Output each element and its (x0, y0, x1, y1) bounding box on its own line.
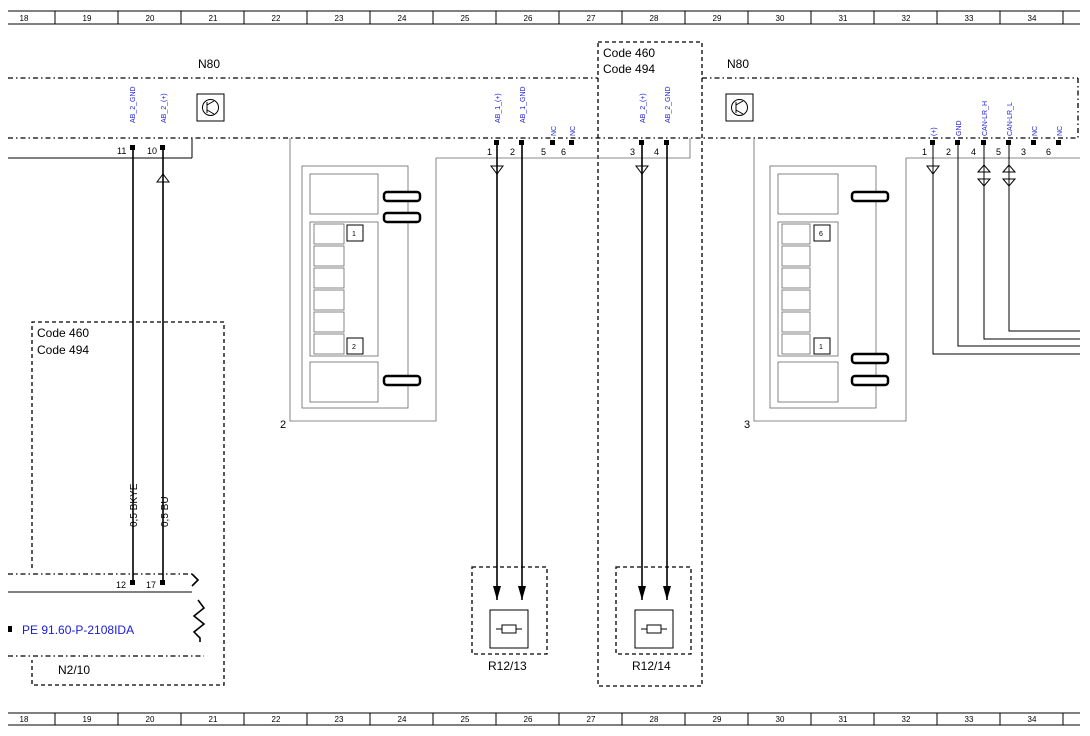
pin-number: 17 (146, 580, 156, 590)
grid-column-label: 32 (902, 14, 911, 23)
grid-top: 18 19 20 21 22 23 24 25 26 27 28 29 30 31 32 33 34 (8, 10, 1080, 25)
connector-label: 2 (280, 419, 286, 431)
control-unit-icon (196, 93, 225, 122)
connector-3 (753, 138, 1080, 422)
connector-label: 3 (744, 419, 750, 431)
r12-14-label: R12/14 (632, 659, 671, 673)
grid-column-label: 32 (902, 715, 911, 724)
grid-column-label: 27 (587, 14, 596, 23)
control-unit-icon (725, 93, 754, 122)
grid-column-label: 26 (524, 14, 533, 23)
signal-label: NC (1057, 126, 1064, 136)
grid-column-label: 21 (209, 14, 218, 23)
n80-left-label: N80 (198, 57, 220, 71)
pin-number: 10 (147, 146, 157, 156)
pin-number: 11 (117, 146, 126, 156)
grid-column-label: 25 (461, 14, 470, 23)
grid-column-label: 22 (272, 715, 281, 724)
r12-13-label: R12/13 (488, 659, 527, 673)
grid-column-label: 31 (839, 14, 848, 23)
signal-label: NC (570, 126, 577, 136)
signal-label: AB_2_GND (665, 86, 672, 123)
grid-column-label: 26 (524, 715, 533, 724)
grid-column-label: 28 (650, 14, 659, 23)
signal-label: AB_1_(+) (495, 93, 502, 123)
pin-number: 6 (1046, 147, 1051, 157)
pin-group-code: AB_2_(+) AB_2_GND 3 4 (630, 86, 672, 600)
grid-column-label: 28 (650, 715, 659, 724)
pin-number: 3 (630, 147, 635, 157)
code-top-line2: Code 494 (603, 62, 655, 76)
pin-number: 5 (541, 147, 546, 157)
signal-label: (+) (931, 127, 938, 136)
grid-column-label: 29 (713, 14, 722, 23)
code-box-top (597, 41, 703, 687)
pin-group-left: AB_2_GND AB_2_(+) 11 10 (8, 86, 193, 583)
pin-number: 4 (654, 147, 659, 157)
grid-column-label: 18 (20, 14, 29, 23)
grid-column-label: 23 (335, 14, 344, 23)
cavity-label: 1 (819, 344, 823, 351)
signal-label: AB_2_(+) (640, 93, 647, 123)
signal-label: CAN-LR_H (982, 101, 989, 136)
pin-group-right: (+) GND CAN-LR_H CAN-LR_L NC NC 1 2 4 5 … (922, 101, 1080, 355)
signal-label: GND (956, 120, 963, 136)
signal-label: AB_2_(+) (161, 93, 168, 123)
grid-column-label: 18 (20, 715, 29, 724)
signal-label: NC (1032, 126, 1039, 136)
grid-column-label: 24 (398, 715, 407, 724)
grid-column-label: 20 (146, 715, 155, 724)
grid-column-label: 25 (461, 715, 470, 724)
n80-right-label: N80 (727, 57, 749, 71)
grid-column-label: 23 (335, 715, 344, 724)
grid-column-label: 19 (83, 14, 92, 23)
pin-group-mid: AB_1_(+) AB_1_GND NC NC 1 2 5 6 (487, 86, 577, 600)
grid-column-label: 34 (1028, 14, 1037, 23)
signal-label: NC (551, 126, 558, 136)
grid-column-label: 19 (83, 715, 92, 724)
pin-number: 3 (1021, 147, 1026, 157)
code-left-line2: Code 494 (37, 343, 89, 357)
pin-number: 6 (561, 147, 566, 157)
r12-14-component (615, 566, 692, 655)
grid-column-label: 34 (1028, 715, 1037, 724)
r12-13-component (471, 566, 548, 655)
pin-number: 5 (996, 147, 1001, 157)
pin-number: 2 (510, 147, 515, 157)
code-left-line1: Code 460 (37, 326, 89, 340)
pin-number: 4 (971, 147, 976, 157)
signal-label: AB_2_GND (130, 86, 137, 123)
pin-number: 2 (946, 147, 951, 157)
grid-bottom: 18 19 20 21 22 23 24 25 26 27 28 29 30 31 32 33 34 (8, 712, 1080, 726)
grid-column-label: 30 (776, 715, 785, 724)
signal-label: AB_1_GND (520, 86, 527, 123)
grid-column-label: 31 (839, 715, 848, 724)
grid-column-label: 33 (965, 14, 974, 23)
pin-number: 1 (922, 147, 927, 157)
n80-frame (8, 77, 1079, 139)
code-box-left (31, 321, 225, 686)
grid-column-label: 29 (713, 715, 722, 724)
wire-label: 0,5 BU (160, 496, 171, 527)
wire-label: 0,5 BKYE (129, 483, 140, 527)
n2-10-label: N2/10 (58, 663, 90, 677)
signal-label: CAN-LR_L (1007, 102, 1014, 136)
grid-column-label: 27 (587, 715, 596, 724)
cavity-label: 2 (352, 344, 356, 351)
grid-column-label: 21 (209, 715, 218, 724)
grid-column-label: 30 (776, 14, 785, 23)
pin-number: 1 (487, 147, 492, 157)
grid-column-label: 24 (398, 14, 407, 23)
connector-2 (289, 138, 691, 422)
grid-column-label: 33 (965, 715, 974, 724)
pin-number: 12 (116, 580, 126, 590)
cavity-label: 6 (819, 231, 823, 238)
n2-10-module: 12 17 (8, 573, 206, 657)
grid-column-label: 20 (146, 14, 155, 23)
cavity-label: 1 (352, 231, 356, 238)
part-reference-link[interactable]: PE 91.60-P-2108IDA (22, 623, 134, 637)
code-top-line1: Code 460 (603, 46, 655, 60)
grid-column-label: 22 (272, 14, 281, 23)
